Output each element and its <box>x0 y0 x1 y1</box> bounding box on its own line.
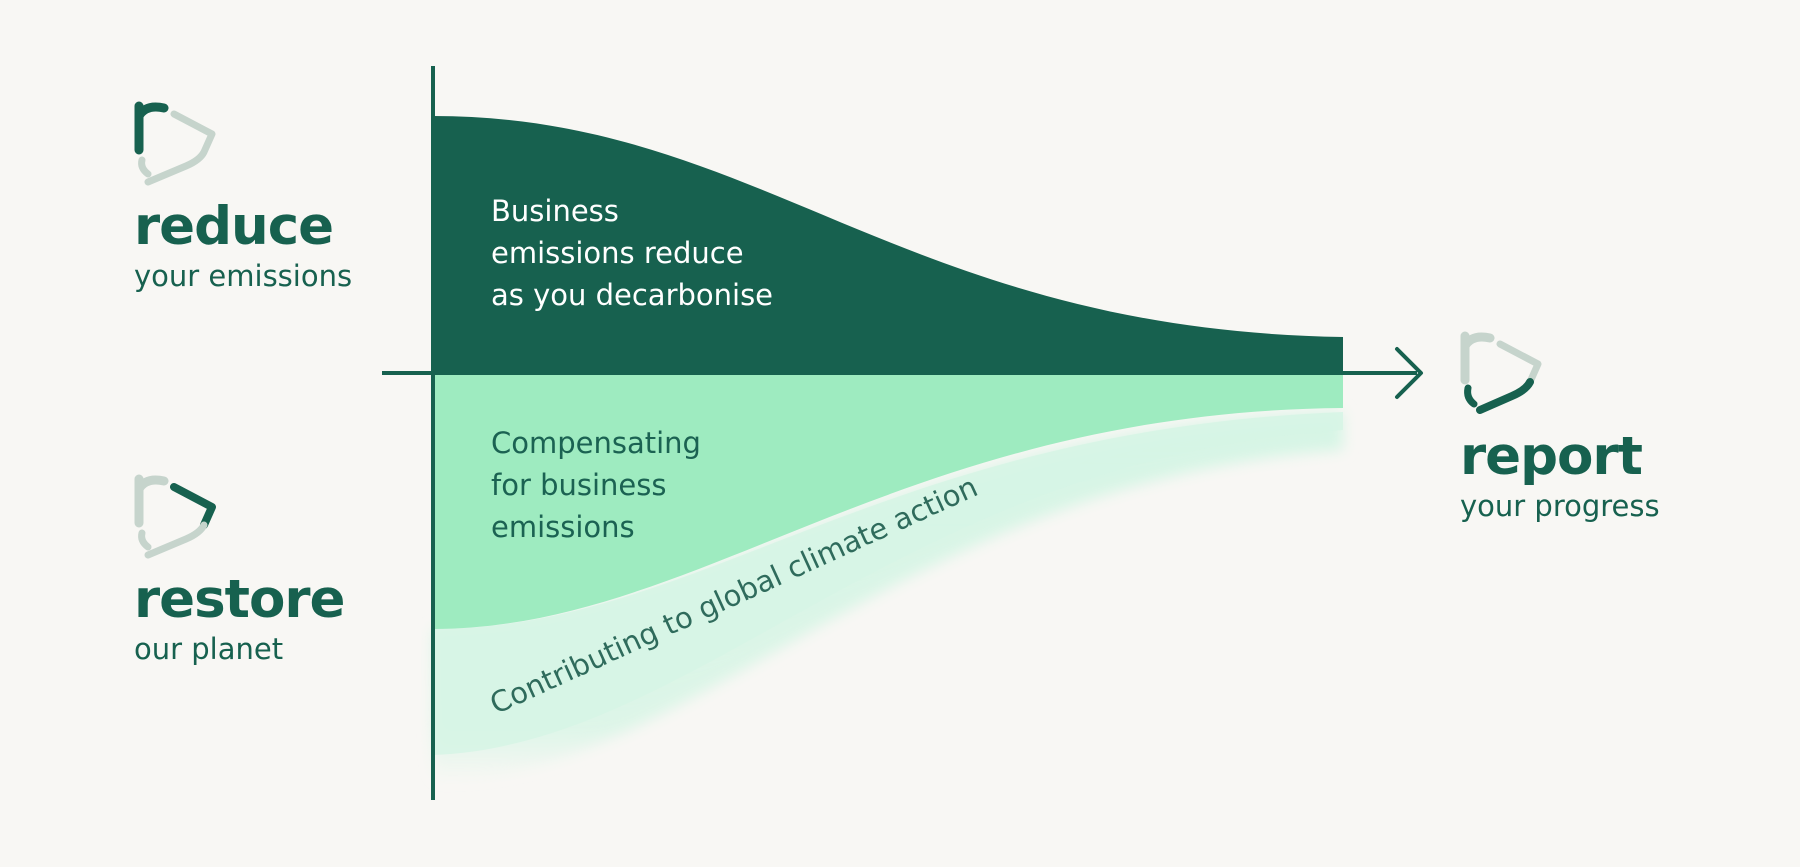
contribute-area <box>433 412 1343 782</box>
reduce-area <box>433 116 1343 373</box>
x-axis-arrowhead <box>1395 347 1423 399</box>
restore-logo-icon <box>134 474 216 559</box>
reduce-area-label-line: emissions reduce <box>491 236 744 270</box>
step-reduce: reduce your emissions <box>134 98 352 293</box>
reduce-area-label-line: Business <box>491 194 619 228</box>
reduce-area-label: Business emissions reduce as you decarbo… <box>491 190 773 316</box>
compensate-area-label: Compensating for business emissions <box>491 422 701 548</box>
report-logo-icon <box>1460 331 1542 414</box>
reduce-logo-icon <box>134 101 216 186</box>
compensate-area-label-line: emissions <box>491 510 635 544</box>
step-reduce-subtitle: your emissions <box>134 259 353 293</box>
contribute-area-core <box>433 412 1343 755</box>
compensate-area-label-line: for business <box>491 468 667 502</box>
step-restore: restore our planet <box>134 471 345 666</box>
reduce-area-label-line: as you decarbonise <box>491 278 774 312</box>
step-reduce-title: reduce <box>134 196 334 257</box>
step-restore-title: restore <box>134 569 345 630</box>
compensate-area-label-line: Compensating <box>491 426 701 460</box>
step-report-subtitle: your progress <box>1460 489 1660 523</box>
compensate-area <box>433 373 1343 629</box>
step-restore-subtitle: our planet <box>134 632 284 666</box>
step-report: report your progress <box>1460 328 1660 523</box>
step-report-title: report <box>1460 426 1643 487</box>
